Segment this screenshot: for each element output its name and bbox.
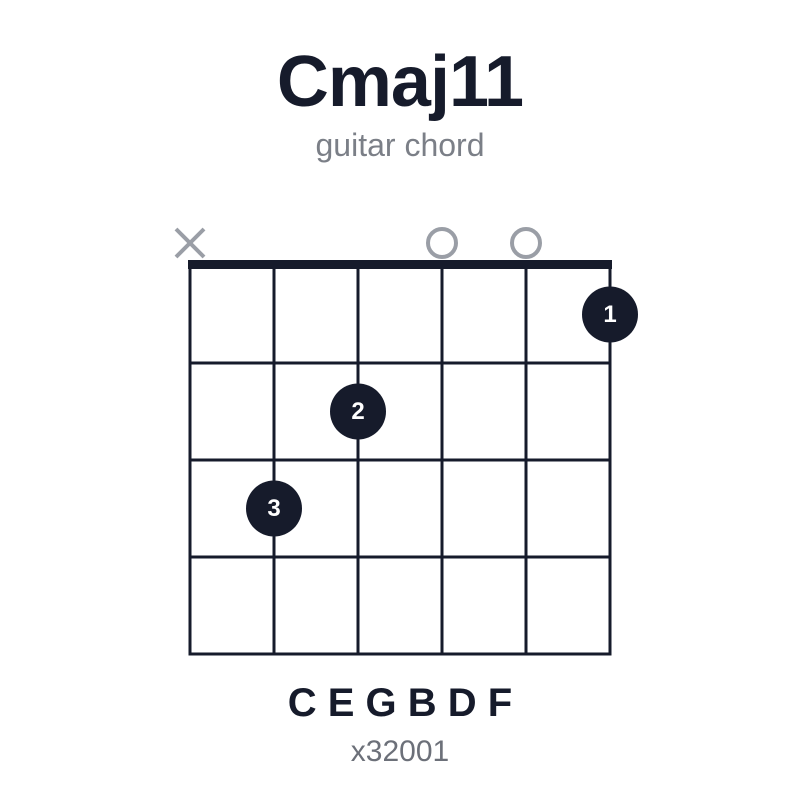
chord-fingering: x32001 [350,735,450,768]
finger-number: 3 [267,495,280,522]
finger-number: 2 [351,398,364,425]
nut [188,260,612,269]
open-string-icon [510,227,542,259]
chord-notes: C E G B D F [287,681,513,725]
open-string-icon [426,227,458,259]
finger-number: 1 [603,301,616,328]
finger-dot [582,286,638,343]
muted-x-icon [174,227,206,259]
chord-title: Cmaj11 [276,42,524,122]
finger-dot [246,480,302,537]
finger-dot [330,383,386,440]
chord-subtitle: guitar chord [315,127,485,163]
